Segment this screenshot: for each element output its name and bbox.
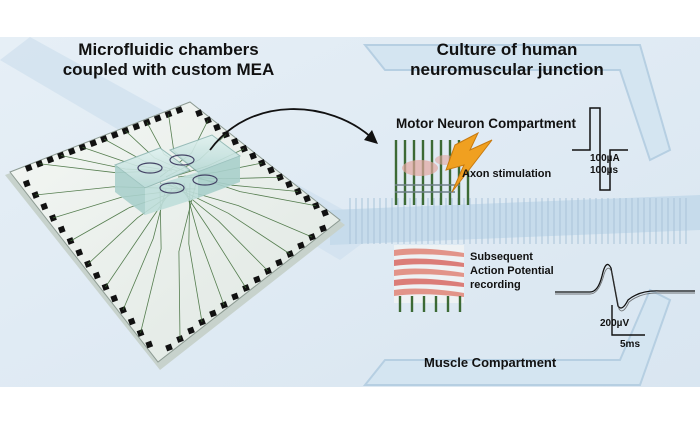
left-title: Microfluidic chambers coupled with custo… bbox=[46, 40, 291, 80]
muscle-fiber bbox=[394, 258, 464, 267]
lightning-icon bbox=[445, 131, 493, 193]
contact-pad bbox=[75, 248, 84, 257]
scale-bar bbox=[611, 305, 645, 336]
chip-face bbox=[9, 101, 341, 363]
electrode-trace bbox=[188, 182, 203, 323]
chamber-well bbox=[192, 174, 218, 186]
contact-pad bbox=[22, 179, 31, 188]
muscle-fiber bbox=[394, 248, 464, 257]
contact-pad bbox=[153, 114, 162, 123]
recording-line-3: recording bbox=[470, 279, 521, 291]
recording-line-1: Subsequent bbox=[470, 251, 533, 263]
neuron-cell bbox=[402, 160, 438, 176]
contact-pad bbox=[89, 139, 98, 147]
contact-pad bbox=[253, 275, 261, 284]
contact-pad bbox=[67, 147, 76, 156]
contact-pad bbox=[132, 122, 141, 131]
muscle-fiber bbox=[394, 278, 464, 287]
contact-pad bbox=[110, 131, 119, 139]
contact-pad bbox=[321, 209, 329, 217]
contact-pad bbox=[187, 326, 195, 335]
contact-pad bbox=[165, 343, 173, 352]
contact-pad bbox=[231, 137, 239, 146]
electrode-trace bbox=[178, 182, 197, 340]
contact-pad bbox=[175, 106, 184, 114]
zoom-arrow bbox=[209, 108, 373, 151]
muscle-fibers bbox=[394, 245, 464, 312]
motor-chamber-outline bbox=[362, 44, 672, 162]
contact-pad bbox=[145, 340, 154, 349]
contact-pad bbox=[213, 123, 221, 132]
chamber-well bbox=[159, 182, 185, 194]
chamber-well bbox=[137, 162, 163, 174]
motor-compartment-label: Motor Neuron Compartment bbox=[396, 116, 576, 131]
contact-pad bbox=[92, 271, 101, 280]
muscle-fiber bbox=[394, 268, 464, 277]
recording-line-2: Action Potential bbox=[470, 265, 554, 277]
contact-pad bbox=[249, 152, 257, 160]
contact-pad bbox=[319, 224, 327, 233]
left-title-line-2: coupled with custom MEA bbox=[62, 60, 275, 79]
chamber-block-side bbox=[198, 156, 240, 198]
left-title-line-1: Microfluidic chambers bbox=[78, 40, 259, 59]
contact-pad bbox=[40, 202, 49, 211]
stimulus-amplitude-label: 100µA bbox=[590, 153, 620, 164]
right-title: Culture of human neuromuscular junction bbox=[392, 40, 622, 80]
contact-pad bbox=[231, 292, 239, 301]
contact-pad bbox=[275, 258, 283, 267]
arrow-head bbox=[364, 130, 378, 144]
contact-pad bbox=[195, 109, 203, 117]
contact-pad bbox=[46, 155, 55, 164]
contact-pad bbox=[297, 241, 305, 250]
muscle-fiber bbox=[394, 288, 464, 297]
motor-neuron-electrodes bbox=[394, 131, 493, 205]
axon-stimulation-label: Axon stimulation bbox=[462, 168, 552, 180]
contact-pad bbox=[110, 294, 119, 303]
contact-pad bbox=[24, 164, 33, 172]
mea-chip bbox=[5, 101, 345, 370]
right-title-line-2: neuromuscular junction bbox=[410, 60, 604, 79]
right-title-line-1: Culture of human bbox=[436, 40, 578, 59]
recording-description: Subsequent Action Potential recording bbox=[470, 250, 554, 292]
stimulus-duration-label: 100µs bbox=[590, 165, 619, 176]
stimulus-pulse bbox=[572, 107, 628, 191]
amplitude-scale-label: 200µV bbox=[600, 318, 630, 329]
contact-pad bbox=[57, 225, 66, 234]
chamber-block-side bbox=[115, 165, 145, 215]
microfluidic-chambers bbox=[113, 134, 242, 215]
stimulus-scale: 100µA 100µs bbox=[590, 153, 620, 177]
axon-bundle bbox=[395, 184, 460, 193]
time-scale-label: 5ms bbox=[620, 339, 641, 350]
muscle-chamber-outline bbox=[362, 288, 672, 386]
contact-pad bbox=[209, 309, 217, 318]
microchannels bbox=[349, 198, 687, 244]
chamber-well bbox=[169, 154, 195, 166]
action-potential-trace-overlay bbox=[555, 267, 695, 312]
muscle-compartment-label: Muscle Compartment bbox=[424, 355, 557, 370]
contact-pad bbox=[303, 194, 311, 203]
contact-pad bbox=[285, 180, 293, 189]
contact-pad bbox=[127, 317, 136, 326]
contact-pad bbox=[267, 166, 275, 174]
